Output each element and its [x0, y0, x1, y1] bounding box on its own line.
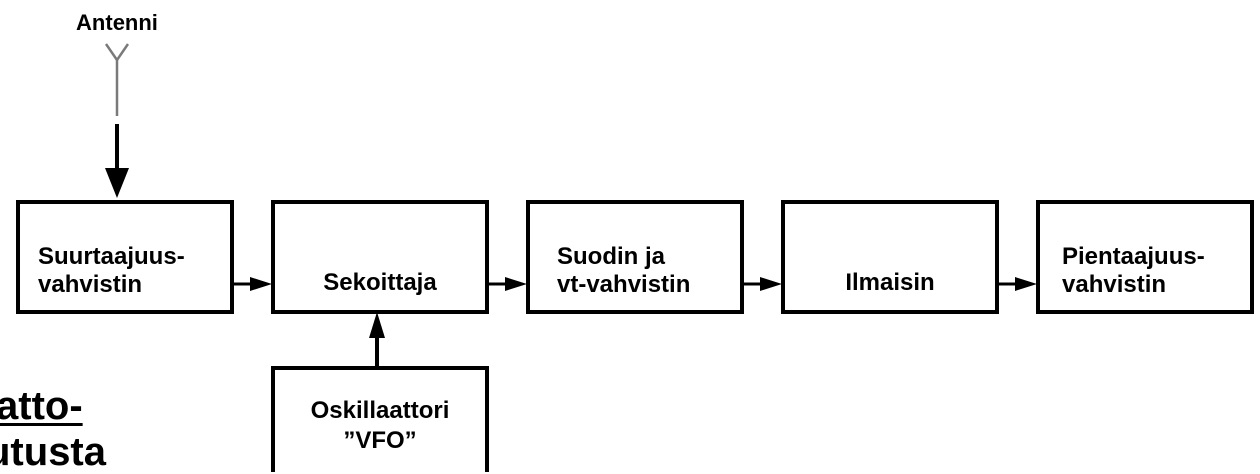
- af-amplifier-label-line1: Pientaajuus-: [1062, 243, 1205, 270]
- partial-heading-text-line1: atto-: [0, 384, 83, 428]
- oscillator-label-line2: ”VFO”: [343, 427, 416, 454]
- block-mixer: Sekoittaja: [271, 200, 489, 314]
- antenna-icon: [104, 43, 130, 116]
- antenna-arrow: [105, 124, 129, 198]
- rf-amplifier-label-line2: vahvistin: [38, 271, 142, 298]
- partial-heading-text-line2: utusta: [0, 430, 106, 474]
- rf-amplifier-label-line1: Suurtaajuus-: [38, 243, 185, 270]
- filter-if-label-line2: vt-vahvistin: [557, 271, 690, 298]
- arrow-oscillator-to-mixer: [369, 312, 385, 366]
- block-rf-amplifier: Suurtaajuus- vahvistin: [16, 200, 234, 314]
- block-af-amplifier: Pientaajuus- vahvistin: [1036, 200, 1254, 314]
- arrow-filter-to-detector: [742, 277, 782, 291]
- block-filter-if-amplifier: Suodin ja vt-vahvistin: [526, 200, 744, 314]
- oscillator-label-line1: Oskillaattori: [311, 397, 450, 424]
- arrow-rf-to-mixer: [232, 277, 272, 291]
- arrow-mixer-to-filter: [487, 277, 527, 291]
- block-oscillator: Oskillaattori ”VFO”: [271, 366, 489, 472]
- arrow-detector-to-af: [997, 277, 1037, 291]
- af-amplifier-label-line2: vahvistin: [1062, 271, 1166, 298]
- mixer-label: Sekoittaja: [323, 269, 437, 296]
- detector-label: Ilmaisin: [845, 269, 934, 296]
- block-detector: Ilmaisin: [781, 200, 999, 314]
- antenna-label: Antenni: [76, 10, 158, 35]
- filter-if-label-line1: Suodin ja: [557, 243, 666, 270]
